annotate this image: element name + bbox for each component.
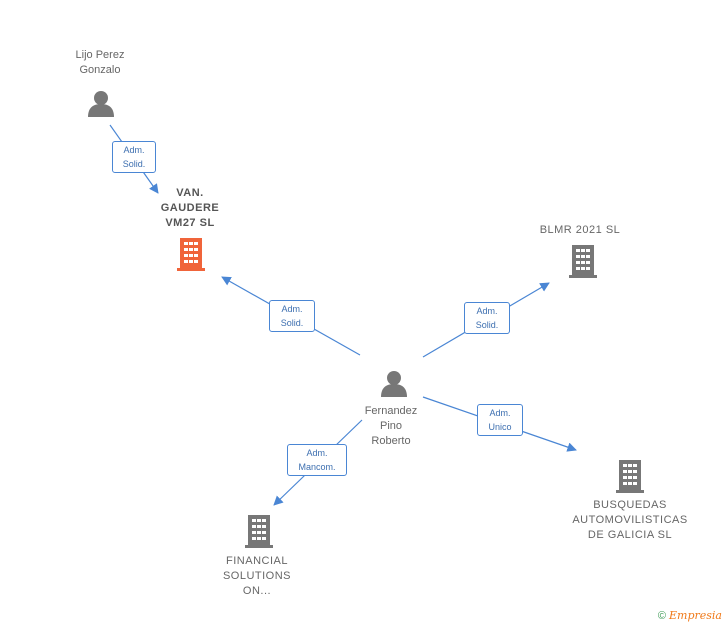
edge-label-lijo-van: Adm. Solid.: [112, 141, 156, 173]
edge-label-fernandez-van: Adm. Solid.: [269, 300, 315, 332]
person-icon[interactable]: [88, 91, 114, 117]
footer-brand[interactable]: © Empresia: [658, 609, 722, 622]
building-icon[interactable]: [245, 515, 273, 548]
node-label-fernandez[interactable]: Fernandez Pino Roberto: [364, 405, 418, 447]
building-icon[interactable]: [616, 460, 644, 493]
building-icon[interactable]: [569, 245, 597, 278]
node-label-blmr[interactable]: BLMR 2021 SL: [539, 224, 621, 236]
edge-label-fernandez-financial: Adm. Mancom.: [287, 444, 347, 476]
brand-logo: Empresia: [669, 609, 722, 622]
edge-label-text: Adm. Solid.: [475, 306, 499, 330]
node-label-financial[interactable]: FINANCIAL SOLUTIONS ON...: [222, 555, 292, 597]
edge-label-text: Adm. Mancom.: [298, 448, 336, 472]
node-label-busquedas[interactable]: BUSQUEDAS AUTOMOVILISTICAS DE GALICIA SL: [572, 499, 688, 541]
edge-label-text: Adm. Solid.: [280, 304, 304, 328]
edge-label-fernandez-busquedas: Adm. Unico: [477, 404, 523, 436]
node-label-lijo[interactable]: Lijo Perez Gonzalo: [75, 49, 125, 76]
edge-label-text: Adm. Solid.: [122, 145, 146, 169]
edge-label-fernandez-blmr: Adm. Solid.: [464, 302, 510, 334]
person-icon[interactable]: [381, 371, 407, 397]
building-icon-highlight[interactable]: [177, 238, 205, 271]
node-label-van[interactable]: VAN. GAUDERE VM27 SL: [160, 187, 220, 229]
edge-label-text: Adm. Unico: [488, 408, 512, 432]
copyright-icon: ©: [657, 610, 666, 622]
